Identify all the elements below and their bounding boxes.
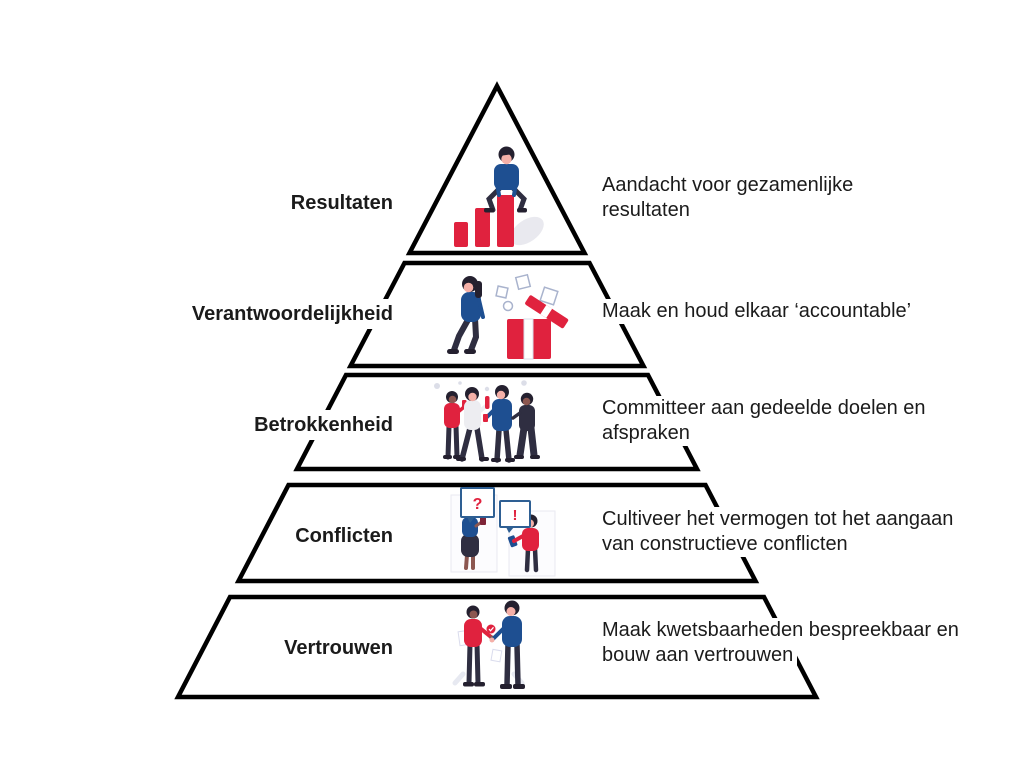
four-people-toasting-illustration: [434, 380, 540, 463]
two-people-messaging-illustration: ? !: [450, 487, 556, 577]
exclamation-mark-bubble-text: !: [513, 507, 518, 524]
level-description-resultaten: Aandacht voor gezamenlijke resultaten: [598, 173, 858, 223]
question-mark-bubble-text: ?: [473, 496, 483, 513]
level-label-vertrouwen: Vertrouwen: [278, 633, 399, 663]
level-label-betrokkenheid: Betrokkenheid: [248, 410, 399, 440]
level-description-betrokkenheid: Committeer aan gedeelde doelen en afspra…: [598, 396, 930, 446]
level-label-conflicten: Conflicten: [289, 521, 399, 551]
level-label-verantwoordelijkheid: Verantwoordelijkheid: [185, 299, 399, 329]
two-people-handshake-illustration: [452, 600, 525, 689]
level-label-resultaten: Resultaten: [284, 188, 399, 218]
level-description-verantwoordelijkheid: Maak en houd elkaar ‘accountable’: [598, 299, 916, 326]
pyramid-level-2-shape: [346, 260, 648, 369]
person-on-bar-chart-illustration: [454, 146, 544, 247]
level-description-vertrouwen: Maak kwetsbaarheden bespreekbaar en bouw…: [598, 618, 963, 668]
person-with-open-gift-box-illustration: [447, 273, 569, 360]
level-description-conflicten: Cultiveer het vermogen tot het aangaan v…: [598, 507, 958, 557]
